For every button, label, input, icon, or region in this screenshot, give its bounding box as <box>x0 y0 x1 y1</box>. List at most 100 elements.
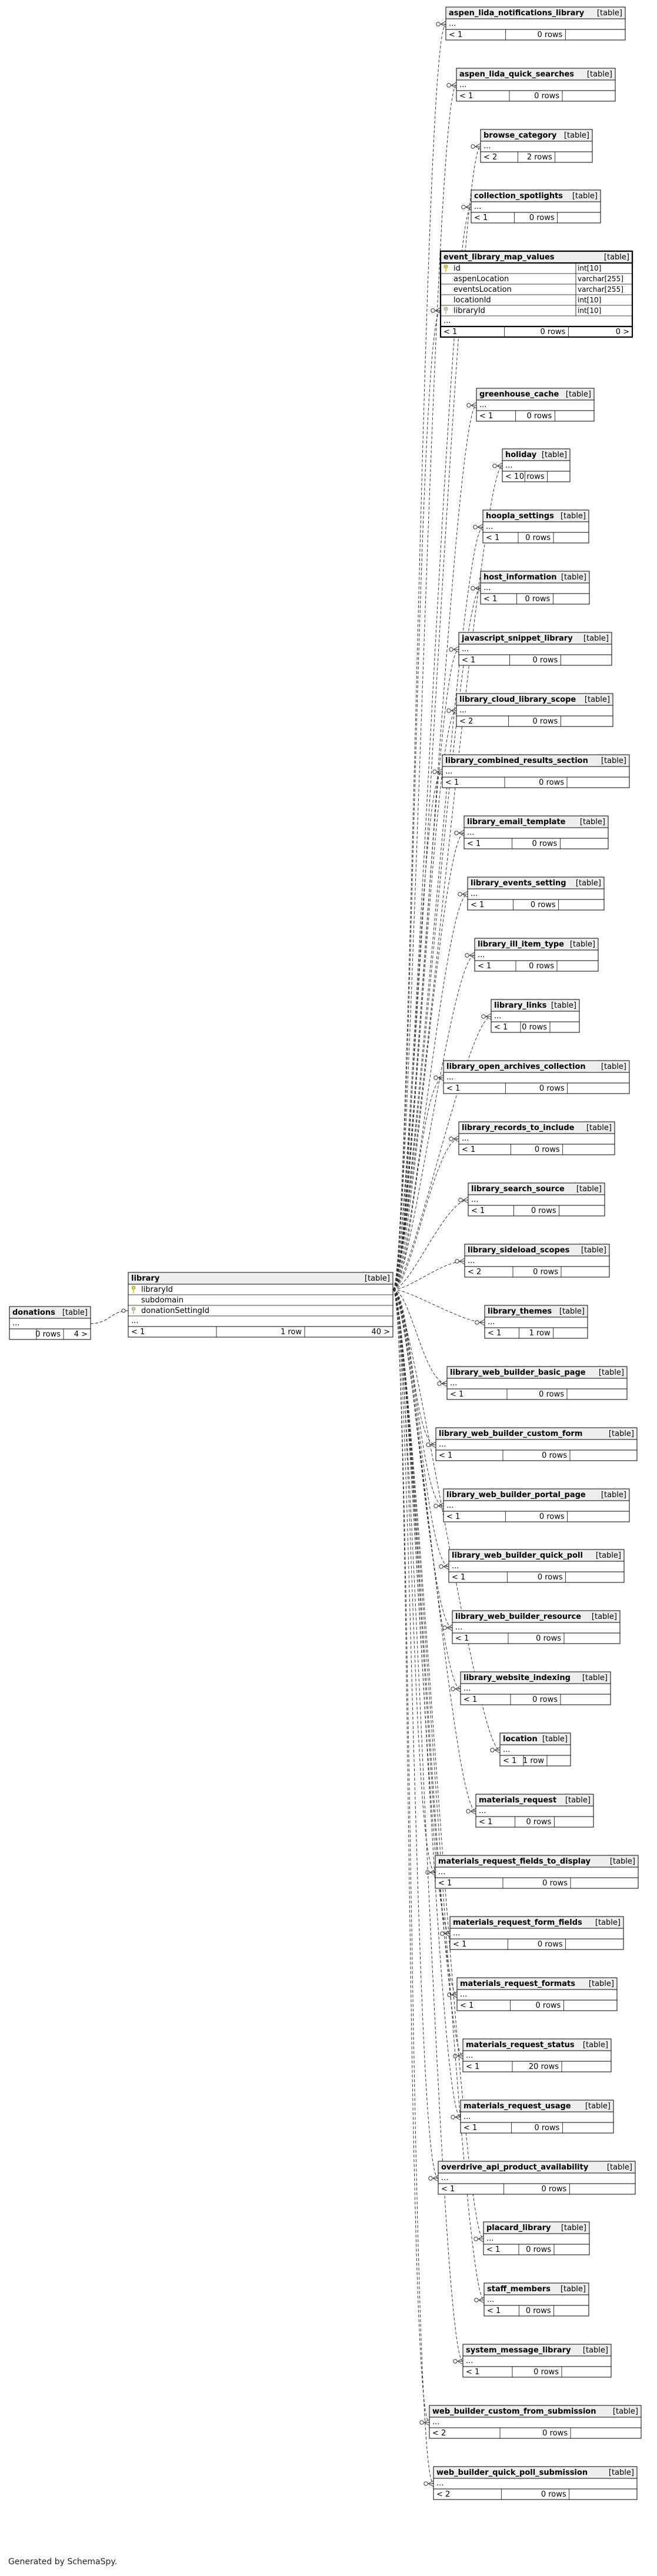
row-count: 0 rows <box>532 1695 558 1704</box>
table-library-web-builder-custom-form[interactable]: library_web_builder_custom_form[table]..… <box>435 1427 638 1461</box>
table-name: library_themes <box>488 1307 552 1316</box>
parent-count: < 1 <box>479 1818 492 1827</box>
table-library-web-builder-resource[interactable]: library_web_builder_resource[table]...< … <box>452 1610 621 1644</box>
table-name: library_web_builder_resource <box>455 1612 581 1621</box>
row-count: 0 rows <box>536 2001 561 2010</box>
table-name: library <box>131 1274 160 1283</box>
table-web-builder-custom-from-submission[interactable]: web_builder_custom_from_submission[table… <box>429 2405 642 2439</box>
more-columns: ... <box>463 2112 471 2121</box>
table-materials-request-form-fields[interactable]: materials_request_form_fields[table]...<… <box>449 1916 624 1950</box>
table-library-web-builder-quick-poll[interactable]: library_web_builder_quick_poll[table]...… <box>448 1549 625 1583</box>
parent-count: < 1 <box>474 214 488 222</box>
table-type: [table] <box>610 1857 635 1866</box>
table-type: [table] <box>551 1001 576 1010</box>
table-library-open-archives-collection[interactable]: library_open_archives_collection[table].… <box>443 1060 630 1094</box>
row-count: 0 rows <box>538 1940 563 1949</box>
more-columns: ... <box>483 584 491 592</box>
table-library-web-builder-basic-page[interactable]: library_web_builder_basic_page[table]...… <box>446 1366 628 1400</box>
table-library-combined-results-section[interactable]: library_combined_results_section[table].… <box>442 754 630 788</box>
table-aspen-lida-notifications-library[interactable]: aspen_lida_notifications_library[table].… <box>445 6 626 41</box>
more-columns: ... <box>445 767 452 776</box>
table-name: overdrive_api_product_availability <box>441 2163 589 2172</box>
table-type: [table] <box>586 1124 612 1132</box>
table-library[interactable]: library[table]libraryIdsubdomaindonation… <box>128 1272 393 1338</box>
row-count: 0 rows <box>526 2245 551 2254</box>
parent-count: < 1 <box>463 2124 477 2132</box>
table-type: [table] <box>599 1368 624 1377</box>
parent-count: < 1 <box>455 1634 469 1643</box>
table-name: aspen_lida_notifications_library <box>449 9 585 18</box>
table-type: [table] <box>559 1307 585 1316</box>
table-type: [table] <box>365 1274 390 1283</box>
parent-count: < 1 <box>467 839 481 848</box>
column-type: varchar[255] <box>578 285 623 294</box>
edge-library-overdrive-api-product-availability <box>392 1289 439 2182</box>
row-count: 0 rows <box>541 328 566 336</box>
table-name: library_website_indexing <box>463 1674 571 1682</box>
edge-library-library-combined-results-section <box>392 768 443 1290</box>
table-overdrive-api-product-availability[interactable]: overdrive_api_product_availability[table… <box>438 2161 636 2195</box>
table-name: materials_request_status <box>466 2041 575 2050</box>
table-name: location <box>503 1735 538 1744</box>
edge-library-library-records-to-include <box>392 1135 459 1290</box>
edge-library-library-web-builder-custom-form <box>392 1289 436 1448</box>
table-type: [table] <box>561 573 586 582</box>
row-count: 0 rows <box>535 1145 560 1154</box>
table-type: [table] <box>601 1062 626 1071</box>
relationship-edges <box>90 21 503 2487</box>
more-columns: ... <box>436 2479 443 2488</box>
parent-count: < 1 <box>471 901 484 909</box>
table-name: library_web_builder_quick_poll <box>452 1551 583 1560</box>
parent-count: < 1 <box>439 1451 452 1460</box>
table-type: [table] <box>564 131 589 140</box>
more-columns: ... <box>12 1319 19 1328</box>
parent-count: < 1 <box>486 2245 500 2254</box>
table-name: greenhouse_cache <box>479 390 559 399</box>
table-type: [table] <box>561 2224 586 2232</box>
table-name: system_message_library <box>466 2346 571 2355</box>
column-name: id <box>453 264 461 273</box>
parent-count: < 1 <box>131 1328 145 1337</box>
table-library-cloud-library-scope[interactable]: library_cloud_library_scope[table]...< 2… <box>456 693 613 727</box>
table-name: materials_request_form_fields <box>453 1918 582 1927</box>
table-web-builder-quick-poll-submission[interactable]: web_builder_quick_poll_submission[table]… <box>433 2466 638 2500</box>
parent-count: < 1 <box>443 328 457 336</box>
edge-library-staff-members <box>392 1289 485 2304</box>
more-columns: ... <box>450 1379 457 1388</box>
parent-count: < 1 <box>450 1390 463 1399</box>
more-columns: ... <box>443 316 451 325</box>
more-columns: ... <box>459 706 466 715</box>
table-materials-request-fields-to-display[interactable]: materials_request_fields_to_display[tabl… <box>435 1855 639 1889</box>
table-name: web_builder_custom_from_submission <box>432 2407 596 2416</box>
table-library-web-builder-portal-page[interactable]: library_web_builder_portal_page[table]..… <box>443 1488 630 1522</box>
row-count: 0 rows <box>541 2490 566 2499</box>
